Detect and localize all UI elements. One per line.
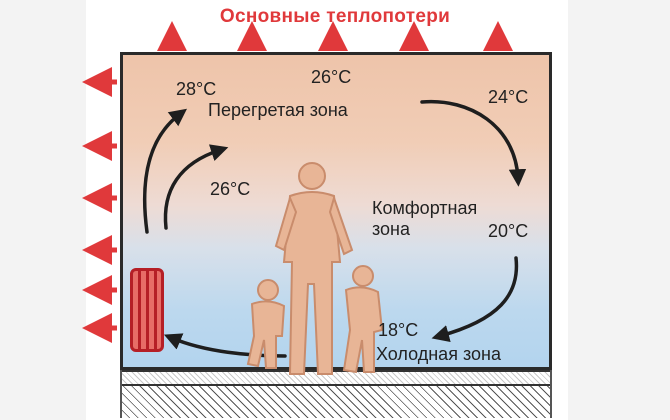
- left-margin: [0, 0, 86, 420]
- heat-loss-arrows-top: [157, 21, 513, 51]
- floor-covering: [122, 370, 550, 386]
- floor-slab: [122, 386, 550, 418]
- zone-overheated-label: Перегретая зона: [208, 100, 348, 120]
- temp-bottom-label: 18°C: [378, 320, 419, 340]
- temp-top-right-label: 24°C: [488, 87, 529, 107]
- radiator-icon: [130, 268, 164, 352]
- temp-top-center-label: 26°C: [311, 67, 352, 87]
- temp-top-left-label: 28°C: [176, 79, 217, 99]
- airflow-up-inner-arrow-icon: [163, 144, 229, 230]
- airflow-up-outer-arrow-icon: [142, 108, 187, 234]
- airflow-right-down-arrow-icon: [431, 256, 519, 343]
- zone-comfort-label-line1: Комфортная: [372, 198, 478, 218]
- airflow-top-right-arrow-icon: [420, 99, 527, 187]
- temp-right-mid-label: 20°C: [488, 221, 529, 241]
- diagram-title: Основные теплопотери: [219, 6, 451, 27]
- right-margin: [568, 0, 670, 420]
- temp-left-mid-label: 26°C: [210, 179, 251, 199]
- heat-loss-arrows-left: [82, 67, 117, 343]
- zone-cold-label: Холодная зона: [376, 344, 501, 364]
- floor: [120, 370, 552, 418]
- zone-comfort-label-line2: зона: [372, 219, 411, 239]
- family-figure: [246, 162, 384, 375]
